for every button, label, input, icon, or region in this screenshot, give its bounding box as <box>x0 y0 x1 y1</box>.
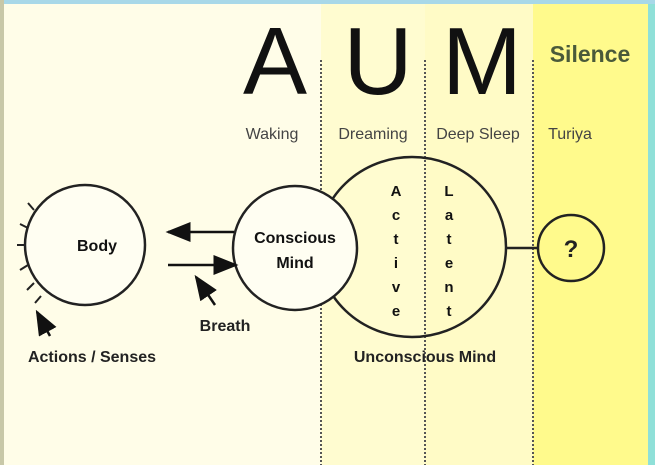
svg-text:t: t <box>447 231 452 248</box>
svg-text:c: c <box>392 207 400 224</box>
state-waking: Waking <box>246 126 299 143</box>
breath-arrow <box>194 274 217 306</box>
svg-text:A: A <box>391 183 402 200</box>
top-border <box>0 0 655 4</box>
letter-a: A <box>243 8 307 115</box>
state-turiya: Turiya <box>548 126 592 143</box>
letter-u: U <box>343 8 412 115</box>
active-label: A c t i v e <box>391 183 402 320</box>
actions-arrow <box>35 309 57 337</box>
breath-label: Breath <box>200 318 251 335</box>
turiya-circle <box>536 213 606 283</box>
latent-label: L a t e n t <box>444 183 453 320</box>
body-label: Body <box>77 238 117 255</box>
unconscious-label: Unconscious Mind <box>354 349 496 366</box>
right-border <box>648 0 655 465</box>
svg-text:i: i <box>394 255 398 272</box>
svg-text:t: t <box>447 303 452 320</box>
sense-ticks <box>17 202 42 304</box>
question-mark: ? <box>564 236 579 263</box>
state-deep-sleep: Deep Sleep <box>436 126 520 143</box>
letter-m: M <box>442 8 522 115</box>
svg-text:n: n <box>444 279 453 296</box>
zone-silence <box>533 0 648 465</box>
zone-dividers <box>320 60 534 465</box>
svg-text:t: t <box>394 231 399 248</box>
left-border <box>0 0 4 465</box>
conscious-mind-circle <box>231 184 359 312</box>
svg-text:a: a <box>445 207 454 224</box>
svg-text:L: L <box>444 183 453 200</box>
svg-text:e: e <box>445 255 453 272</box>
svg-text:v: v <box>392 279 401 296</box>
svg-text:e: e <box>392 303 400 320</box>
actions-senses-label: Actions / Senses <box>28 349 156 366</box>
state-labels: Waking Dreaming Deep Sleep Turiya <box>246 126 592 143</box>
conscious-label-1: Conscious <box>254 230 336 247</box>
zone-deep-sleep <box>425 0 533 465</box>
silence-label: Silence <box>550 41 631 67</box>
conscious-label-2: Mind <box>276 255 313 272</box>
state-dreaming: Dreaming <box>338 126 407 143</box>
